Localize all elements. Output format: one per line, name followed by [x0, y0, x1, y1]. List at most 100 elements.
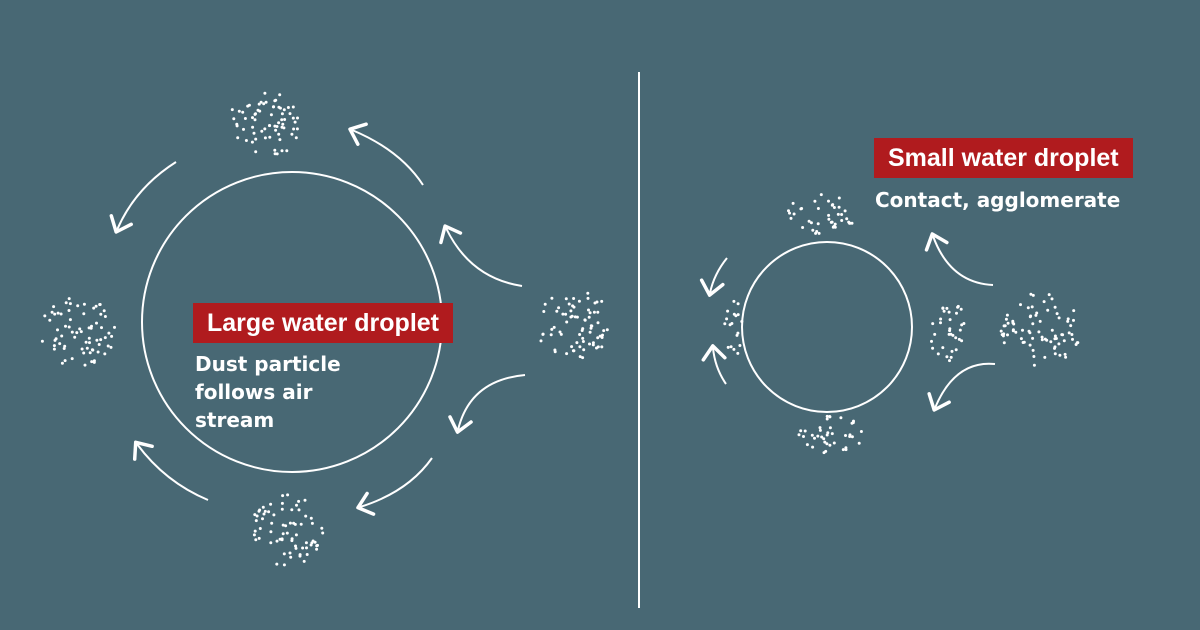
dust-particle — [1019, 303, 1022, 307]
dust-particle — [840, 219, 844, 222]
dust-particle — [68, 318, 72, 322]
dust-particle — [1032, 363, 1036, 367]
dust-particle — [292, 127, 296, 131]
dust-particle — [60, 361, 64, 365]
dust-particle — [736, 331, 740, 335]
dust-cluster — [40, 297, 116, 367]
dust-particle — [40, 339, 44, 343]
dust-particle — [68, 302, 72, 306]
dust-particle — [578, 345, 582, 349]
dust-particle — [286, 493, 290, 497]
dust-particle — [259, 100, 263, 104]
dust-particle — [258, 508, 262, 512]
dust-particle — [269, 113, 273, 117]
dust-particle — [826, 431, 830, 435]
dust-cluster — [539, 291, 609, 360]
dust-particle — [1028, 343, 1032, 347]
dust-particle — [588, 342, 591, 346]
dust-particle — [1038, 319, 1042, 323]
dust-particle — [1011, 328, 1015, 332]
dust-particle — [1031, 348, 1035, 352]
dust-particle — [735, 333, 739, 337]
dust-particle — [738, 344, 742, 347]
dust-particle — [1053, 334, 1057, 338]
dust-particle — [79, 330, 83, 334]
airflow-arrow — [927, 362, 996, 412]
dust-particle — [541, 332, 545, 336]
dust-particle — [64, 324, 67, 328]
dust-particle — [948, 318, 952, 322]
dust-particle — [253, 529, 257, 533]
dust-particle — [587, 308, 590, 312]
dust-particle — [98, 303, 102, 306]
dust-particle — [290, 132, 294, 136]
dust-particle — [297, 499, 301, 503]
dust-particle — [602, 329, 606, 333]
dust-particle — [293, 120, 297, 124]
dust-particle — [807, 219, 811, 223]
dust-particle — [813, 436, 816, 440]
dust-particle — [236, 136, 240, 140]
dust-particle — [564, 297, 568, 301]
dust-particle — [110, 334, 114, 338]
dust-particle — [832, 206, 836, 209]
dust-particle — [1006, 321, 1010, 325]
dust-particle — [1067, 331, 1071, 335]
dust-particle — [836, 212, 840, 216]
dust-particle — [255, 514, 259, 518]
airflow-arrow — [448, 374, 526, 434]
dust-particle — [801, 226, 805, 229]
dust-particle — [1063, 352, 1067, 356]
dust-particle — [275, 539, 279, 543]
dust-particle — [296, 116, 299, 120]
dust-particle — [263, 127, 267, 131]
dust-particle — [1072, 309, 1076, 313]
dust-particle — [954, 348, 958, 352]
dust-particle — [1071, 337, 1074, 341]
small-droplet-circle — [741, 241, 913, 413]
dust-particle — [282, 126, 286, 130]
caption-line: stream — [195, 408, 275, 432]
dust-particle — [811, 228, 815, 232]
dust-particle — [586, 291, 590, 295]
dust-particle-clusters — [40, 91, 1080, 567]
dust-particle — [1043, 355, 1047, 359]
dust-particle — [550, 296, 554, 300]
dust-particle — [734, 314, 738, 318]
dust-particle — [280, 112, 284, 116]
dust-particle — [580, 329, 584, 332]
dust-particle — [288, 521, 292, 525]
dust-particle — [591, 343, 595, 347]
dust-particle — [573, 315, 577, 319]
dust-particle — [1031, 336, 1035, 340]
dust-particle — [575, 341, 579, 345]
dust-particle — [103, 315, 107, 318]
dust-particle — [1050, 297, 1054, 301]
dust-particle — [95, 338, 99, 342]
airflow-arrow — [701, 344, 727, 385]
dust-cluster — [787, 193, 854, 235]
dust-particle — [947, 332, 951, 336]
dust-particle — [960, 339, 964, 343]
dust-particle — [848, 221, 852, 225]
dust-particle — [235, 122, 239, 126]
dust-particle — [254, 150, 258, 154]
dust-particle — [113, 325, 116, 329]
dust-particle — [294, 546, 298, 550]
dust-particle — [955, 311, 958, 315]
dust-particle — [962, 322, 966, 325]
dust-particle — [726, 309, 730, 313]
dust-particle — [571, 349, 575, 353]
dust-particle — [1001, 334, 1005, 338]
dust-particle — [232, 117, 236, 121]
dust-particle — [827, 213, 831, 217]
dust-particle — [263, 509, 267, 513]
dust-particle — [809, 221, 813, 225]
dust-particle — [1064, 355, 1068, 359]
dust-particle — [825, 442, 829, 446]
dust-particle — [321, 531, 325, 535]
dust-particle — [67, 325, 71, 329]
dust-particle — [290, 508, 294, 512]
dust-particle — [588, 311, 592, 315]
dust-particle — [304, 541, 308, 545]
